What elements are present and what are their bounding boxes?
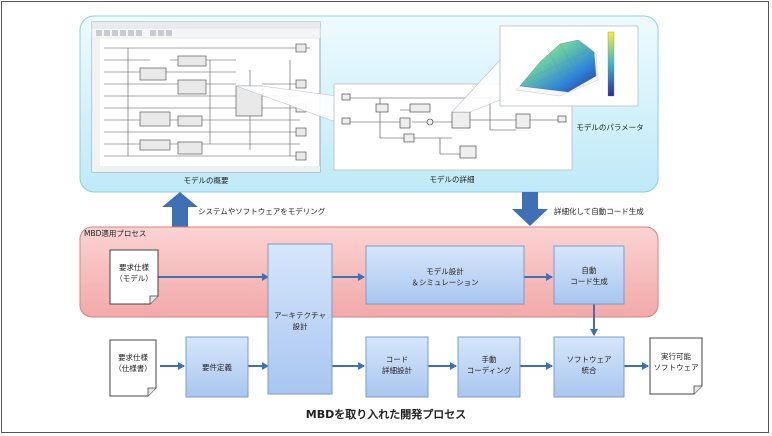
doc-executable-line1: 実行可能 xyxy=(661,351,691,361)
doc-executable-line2: ソフトウェア xyxy=(654,363,699,372)
doc-requirement-model: 要求仕様 （モデル） xyxy=(109,249,159,305)
modeling-up-arrow xyxy=(162,192,198,227)
box-manual-coding-line2: コーディング xyxy=(467,365,512,375)
doc-req-model-line2: （モデル） xyxy=(115,273,153,283)
box-integration-line1: ソフトウェア xyxy=(567,355,612,364)
box-auto-code-generation: 自動 コード生成 xyxy=(553,245,625,305)
box-architecture-design: アーキテクチャ 設計 xyxy=(267,243,333,395)
model-overview-screenshot xyxy=(91,21,321,173)
box-software-integration: ソフトウェア 統合 xyxy=(553,336,625,398)
process-flow-arrows xyxy=(158,273,649,370)
box-model-design-line2: ＆シミュレーション xyxy=(411,278,478,287)
codegen-arrow-label: 詳細化して自動コード生成 xyxy=(554,206,644,216)
caption-model-detail: モデルの詳細 xyxy=(430,174,475,184)
figure-title: MBDを取り入れた開発プロセス xyxy=(306,407,466,421)
box-model-design-simulation: モデル設計 ＆シミュレーション xyxy=(365,245,525,305)
box-code-detail-design: コード 詳細設計 xyxy=(365,336,429,398)
box-detail-design-line2: 詳細設計 xyxy=(382,365,412,375)
box-requirement-definition: 要件定義 xyxy=(185,336,249,398)
box-manual-coding: 手動 コーディング xyxy=(457,336,521,398)
caption-model-overview: モデルの概要 xyxy=(184,175,229,185)
box-integration-line2: 統合 xyxy=(582,365,597,375)
modeling-arrow-label: システムやソフトウェアをモデリング xyxy=(198,206,326,216)
doc-requirement-spec: 要求仕様 （仕様書） xyxy=(109,339,157,397)
caption-model-parameter: モデルのパラメータ xyxy=(576,122,643,132)
codegen-down-arrow xyxy=(512,192,548,226)
doc-req-model-line1: 要求仕様 xyxy=(119,262,149,272)
doc-executable-software: 実行可能 ソフトウェア xyxy=(649,337,703,395)
box-auto-code-line2: コード生成 xyxy=(570,276,608,286)
box-architecture-line1: アーキテクチャ xyxy=(274,311,326,320)
doc-req-spec-line1: 要求仕様 xyxy=(118,352,148,362)
box-manual-coding-line1: 手動 xyxy=(482,354,497,364)
box-architecture-line2: 設計 xyxy=(293,321,308,331)
doc-req-spec-line2: （仕様書） xyxy=(114,363,152,373)
box-requirement-def-label: 要件定義 xyxy=(202,362,232,372)
mbd-area-label: MBD適用プロセス xyxy=(84,228,146,238)
box-auto-code-line1: 自動 xyxy=(582,265,597,275)
box-model-design-line1: モデル設計 xyxy=(426,266,464,276)
parameter-surface-plot xyxy=(499,25,639,107)
box-detail-design-line1: コード xyxy=(386,355,409,364)
